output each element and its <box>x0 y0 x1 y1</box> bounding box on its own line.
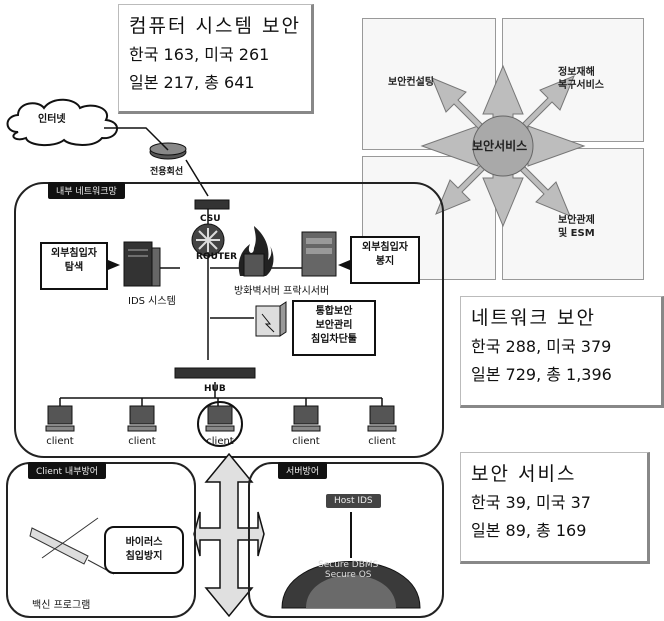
stat-line: 한국 39, 미국 37 <box>471 493 591 512</box>
computer-icon <box>127 405 157 432</box>
internet-label: 인터넷 <box>38 114 66 125</box>
management-server-icon <box>255 301 287 337</box>
virus-protection-box: 바이러스 침입방지 <box>104 526 184 574</box>
hub-label: HUB <box>204 384 226 394</box>
stat-title: 컴퓨터 시스템 보안 <box>129 15 301 37</box>
computer-security-stats: 컴퓨터 시스템 보안 한국 163, 미국 261 일본 217, 총 641 <box>118 4 314 114</box>
block-intruder-box: 외부침입자 봉지 <box>350 236 420 284</box>
computer-icon <box>45 405 75 432</box>
stat-line: 일본 217, 총 641 <box>129 73 255 92</box>
server-defense-tag: 서버방어 <box>278 462 328 479</box>
firewall-icon <box>238 226 274 277</box>
network-security-stats: 네트워크 보안 한국 288, 미국 379 일본 729, 총 1,396 <box>460 296 664 408</box>
arrow-left-icon <box>338 260 350 270</box>
proxy-server-icon <box>301 231 337 277</box>
server-defense-frame <box>248 462 444 618</box>
client-label: client <box>46 436 74 447</box>
computer-icon <box>367 405 397 432</box>
firewall-proxy-label: 방화벽서버 프락시서버 <box>234 286 330 297</box>
double-arrow-icon <box>193 452 265 618</box>
vaccine-label: 백신 프로그램 <box>32 600 91 611</box>
svc-consulting-label: 보안컨설팅 <box>388 77 434 88</box>
svc-recovery-label: 정보재해 복구서비스 <box>558 67 604 91</box>
stat-line: 한국 163, 미국 261 <box>129 45 270 64</box>
csu-device-icon <box>194 199 230 210</box>
ids-system-label: IDS 시스템 <box>128 296 176 307</box>
secure-dbms-label: Secure DBMS Secure OS <box>318 560 379 580</box>
client-label: client <box>206 436 234 447</box>
internet-cloud-icon <box>6 98 118 146</box>
security-service-stats: 보안 서비스 한국 39, 미국 37 일본 89, 총 169 <box>460 452 650 564</box>
highlighted-computer-icon <box>197 401 243 447</box>
stat-title: 네트워크 보안 <box>471 307 596 329</box>
hub-icon <box>174 367 256 379</box>
internal-network-tag: 내부 네트워크망 <box>48 182 125 199</box>
arrow-right-icon <box>108 260 120 270</box>
client-label: client <box>292 436 320 447</box>
secure-dome-icon <box>281 512 421 609</box>
client-label: client <box>368 436 396 447</box>
ids-detect-box: 외부침입자 탐색 <box>40 242 108 290</box>
leased-line-icon <box>149 142 187 160</box>
stat-line: 한국 288, 미국 379 <box>471 337 612 356</box>
computer-icon <box>291 405 321 432</box>
ids-server-icon <box>123 241 161 287</box>
client-defense-tag: Client 내부방어 <box>28 462 107 479</box>
client-label: client <box>128 436 156 447</box>
stat-line: 일본 89, 총 169 <box>471 521 587 540</box>
svc-esm-label: 보안관제 및 ESM <box>558 215 595 239</box>
stat-line: 일본 729, 총 1,396 <box>471 365 612 384</box>
csu-label: CSU <box>200 214 221 224</box>
service-arrows <box>420 64 586 228</box>
security-service-panel: 보안컨설팅 정보재해 복구서비스 보안서비스 보안관제 및 ESM <box>362 18 644 280</box>
leased-line-label: 전용회선 <box>150 167 184 177</box>
router-icon <box>191 223 225 257</box>
security-management-box: 통합보안 보안관리 침입차단툴 <box>292 300 376 356</box>
svc-center-label: 보안서비스 <box>472 139 528 153</box>
host-ids-label: Host IDS <box>326 494 381 508</box>
stat-title: 보안 서비스 <box>471 463 577 485</box>
router-label: ROUTER <box>196 252 238 262</box>
